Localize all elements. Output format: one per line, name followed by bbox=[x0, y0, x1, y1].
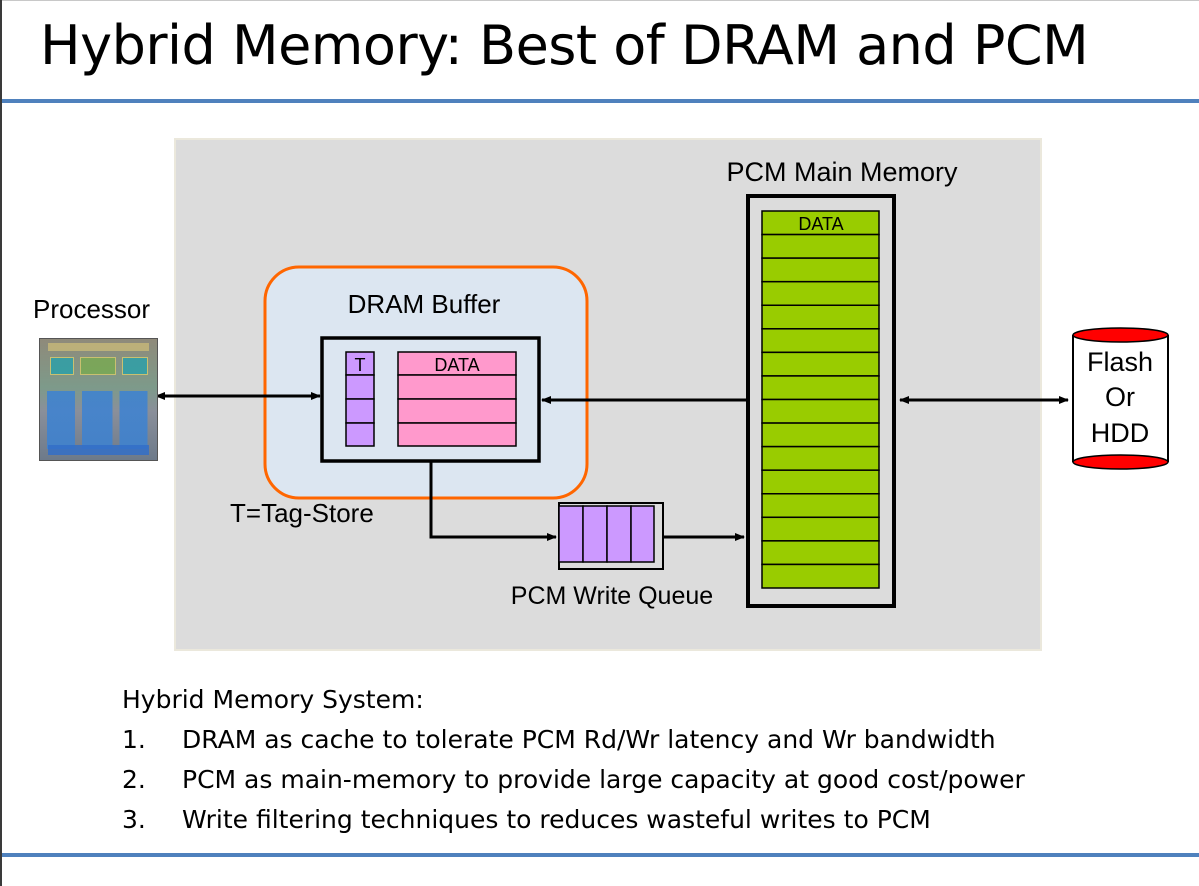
dram-buffer-label: DRAM Buffer bbox=[348, 289, 501, 319]
pcm-data-header-text: DATA bbox=[798, 214, 843, 234]
pcm-rows bbox=[761, 210, 880, 589]
die-block bbox=[80, 357, 116, 375]
pcm-data-row bbox=[761, 304, 880, 330]
bullet-number: 2. bbox=[122, 765, 146, 794]
pcm-main-memory-label: PCM Main Memory bbox=[726, 157, 958, 187]
pcm-data-row bbox=[761, 493, 880, 519]
pcm-data-row bbox=[761, 398, 880, 424]
bullet-text: Write filtering techniques to reduces wa… bbox=[182, 805, 931, 834]
pcm-write-queue bbox=[558, 502, 664, 570]
tag-cell bbox=[345, 374, 375, 400]
cylinder-bottom-cap bbox=[1072, 454, 1169, 470]
bullet-text: DRAM as cache to tolerate PCM Rd/Wr late… bbox=[182, 725, 996, 754]
cylinder-top-cap bbox=[1072, 327, 1169, 343]
dram-data-column: DATA bbox=[397, 351, 517, 447]
pcm-data-row bbox=[761, 328, 880, 354]
write-queue-label: PCM Write Queue bbox=[511, 582, 713, 610]
pcm-data-row bbox=[761, 257, 880, 283]
bullet-number: 1. bbox=[122, 725, 146, 754]
die-block bbox=[50, 357, 74, 375]
pcm-data-row bbox=[761, 563, 880, 589]
processor-label: Processor bbox=[33, 294, 150, 324]
write-queue-slot bbox=[606, 505, 632, 563]
pcm-data-row bbox=[761, 445, 880, 471]
die-block bbox=[122, 357, 148, 375]
slide-frame-top bbox=[0, 0, 1199, 1]
storage-line-3: HDD bbox=[1091, 418, 1150, 448]
pcm-data-row bbox=[761, 233, 880, 259]
die-band bbox=[48, 445, 149, 455]
pcm-data-row bbox=[761, 516, 880, 542]
pcm-data-row bbox=[761, 375, 880, 401]
tag-column: T bbox=[345, 351, 375, 447]
pcm-data-row bbox=[761, 422, 880, 448]
storage-cylinder: Flash Or HDD bbox=[1072, 327, 1169, 470]
pcm-data-row bbox=[761, 540, 880, 566]
tag-cell bbox=[345, 398, 375, 424]
slide-frame-left bbox=[0, 0, 2, 886]
slide-title: Hybrid Memory: Best of DRAM and PCM bbox=[40, 14, 1089, 77]
dram-to-writequeue-arrow bbox=[429, 461, 557, 541]
dram-data-row bbox=[397, 374, 517, 400]
bullet-list: Hybrid Memory System: 1. DRAM as cache t… bbox=[122, 680, 1025, 840]
title-divider bbox=[2, 99, 1199, 103]
storage-line-1: Flash bbox=[1087, 347, 1153, 377]
write-queue-slot bbox=[582, 505, 608, 563]
dram-data-header-text: DATA bbox=[434, 355, 479, 375]
storage-line-2: Or bbox=[1105, 382, 1135, 412]
pcm-data-row bbox=[761, 351, 880, 377]
pcm-main-memory-box bbox=[746, 194, 896, 608]
bullet-number: 3. bbox=[122, 805, 146, 834]
bullet-text: PCM as main-memory to provide large capa… bbox=[182, 765, 1025, 794]
bullet-item: 1. DRAM as cache to tolerate PCM Rd/Wr l… bbox=[122, 720, 1025, 760]
bullet-heading: Hybrid Memory System: bbox=[122, 685, 424, 714]
write-queue-slot bbox=[630, 505, 655, 563]
tag-store-note: T=Tag-Store bbox=[230, 498, 374, 528]
bullet-item: 3. Write filtering techniques to reduces… bbox=[122, 800, 1025, 840]
pcm-data-row bbox=[761, 280, 880, 307]
write-queue-slot bbox=[558, 505, 584, 563]
dram-data-row bbox=[397, 422, 517, 447]
cylinder-body bbox=[1073, 335, 1168, 462]
processor-die-image bbox=[39, 338, 158, 461]
tag-header-text: T bbox=[355, 355, 366, 375]
tag-cell bbox=[345, 422, 375, 447]
bullet-item: 2. PCM as main-memory to provide large c… bbox=[122, 760, 1025, 800]
footer-divider bbox=[2, 853, 1199, 857]
dram-data-row bbox=[397, 398, 517, 424]
pcm-data-row bbox=[761, 469, 880, 495]
die-band bbox=[48, 343, 149, 351]
